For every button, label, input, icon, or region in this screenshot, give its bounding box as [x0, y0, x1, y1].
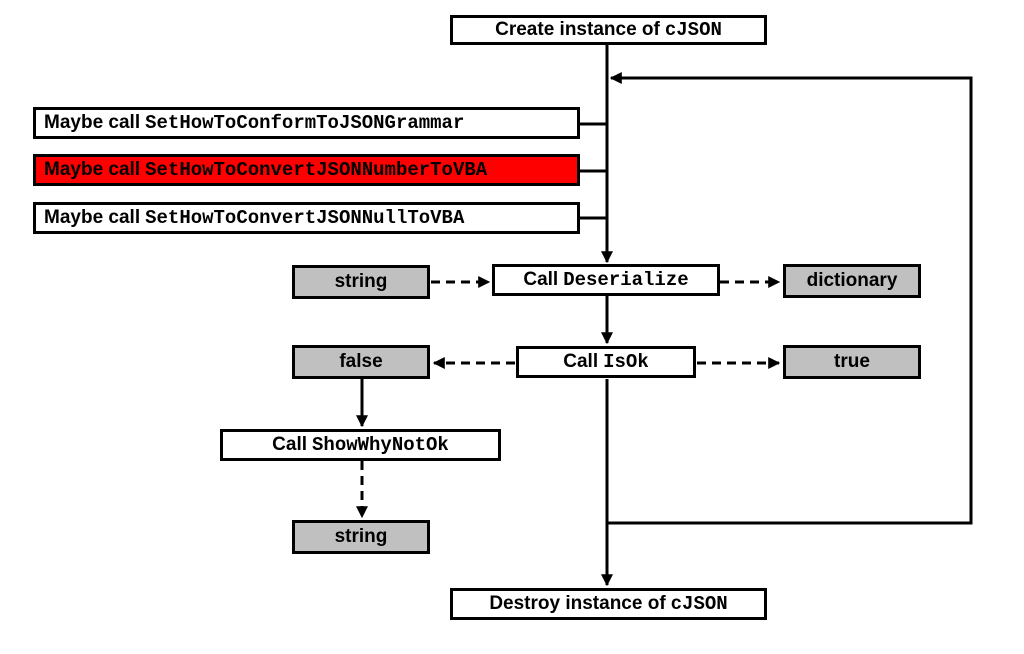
false-result-box: false	[292, 345, 430, 379]
deserialize-code: Deserialize	[563, 269, 689, 291]
destroy-prefix: Destroy instance of	[489, 593, 666, 614]
why-string-box: string	[292, 520, 430, 554]
isok-code: IsOk	[603, 351, 649, 373]
grammar-code: SetHowToConformToJSONGrammar	[145, 112, 465, 134]
null-prefix: Maybe call	[44, 207, 141, 228]
true-label: true	[834, 351, 870, 372]
output-dictionary-box: dictionary	[783, 264, 921, 298]
grammar-prefix: Maybe call	[44, 112, 141, 133]
showwhy-code: ShowWhyNotOk	[312, 434, 449, 456]
loop-back-arrow	[607, 72, 973, 525]
destroy-code: cJSON	[670, 593, 728, 615]
showwhy-prefix: Call	[272, 434, 308, 455]
input-string-label: string	[334, 271, 388, 292]
number-prefix: Maybe call	[44, 159, 141, 180]
output-dictionary-label: dictionary	[806, 270, 898, 291]
isok-prefix: Call	[563, 351, 599, 372]
deserialize-prefix: Call	[523, 269, 559, 290]
create-prefix: Create instance of	[495, 19, 660, 40]
number-code: SetHowToConvertJSONNumberToVBA	[145, 159, 488, 181]
null-code: SetHowToConvertJSONNullToVBA	[145, 207, 465, 229]
create-code: cJSON	[664, 19, 722, 41]
input-string-box: string	[292, 265, 430, 299]
false-label: false	[339, 351, 383, 372]
why-string-label: string	[334, 526, 388, 547]
true-result-box: true	[783, 345, 921, 379]
